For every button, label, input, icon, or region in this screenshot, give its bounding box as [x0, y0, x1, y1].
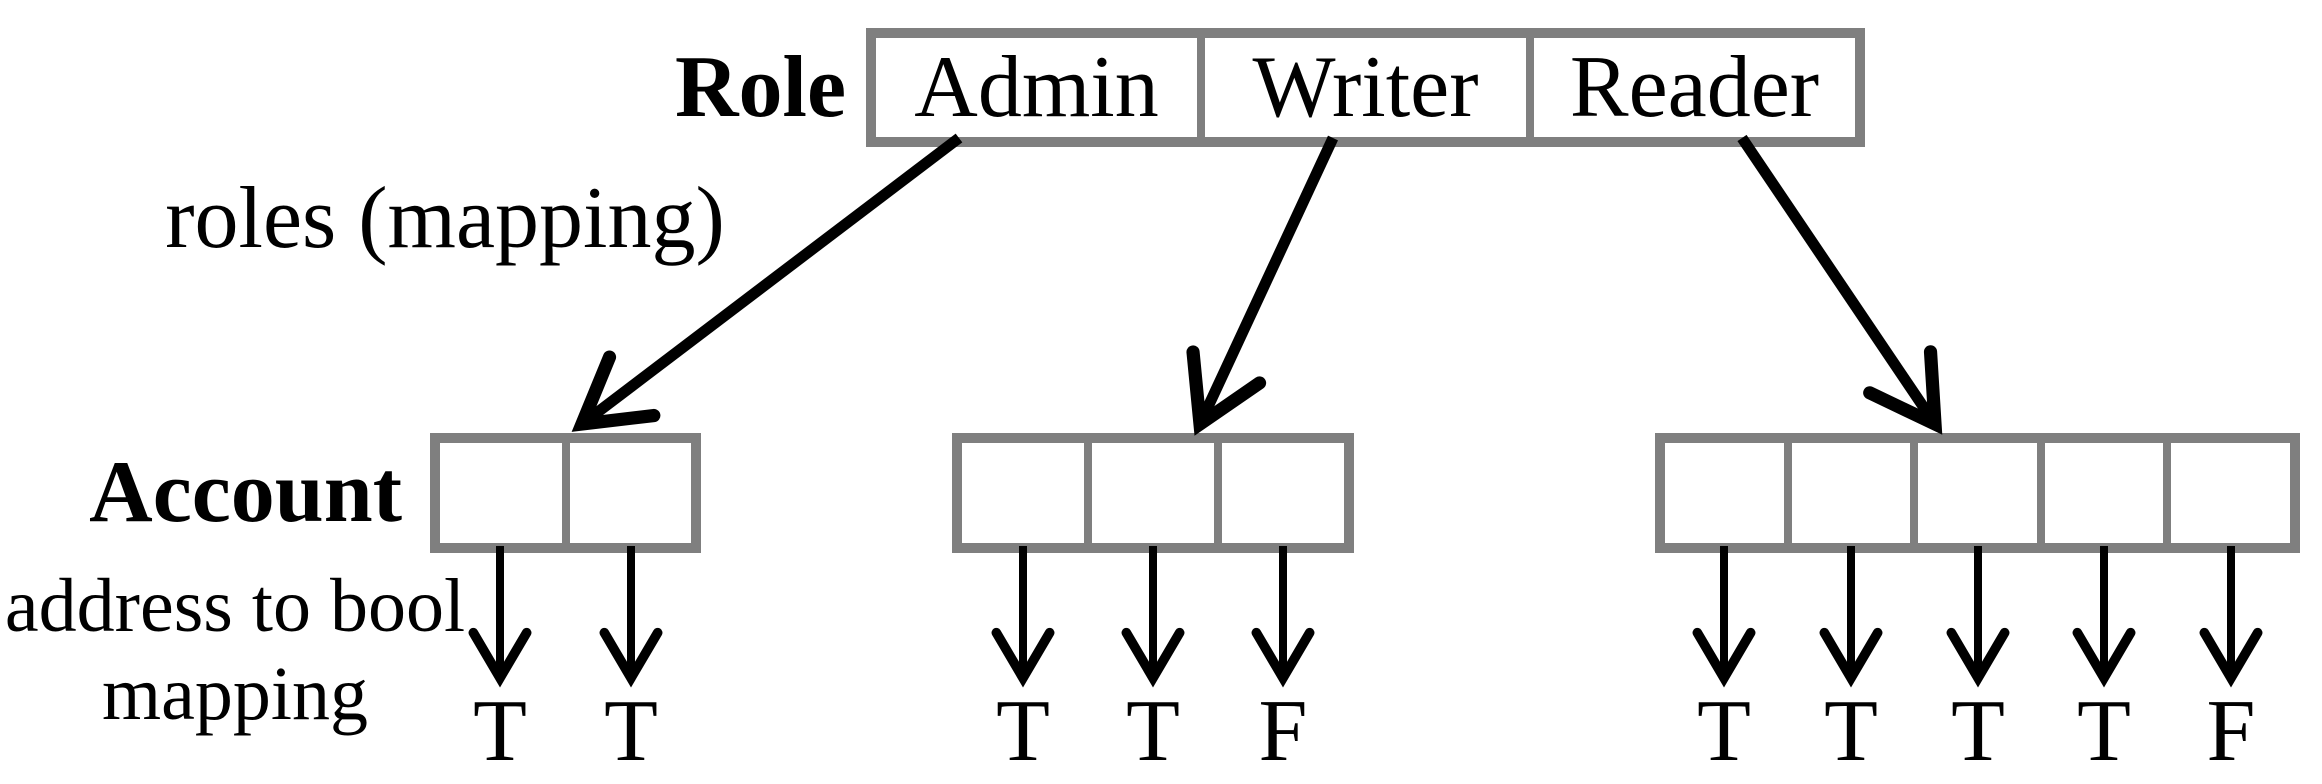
role-cell-reader: Reader	[1526, 38, 1855, 137]
account-cell	[1783, 443, 1911, 543]
bool-value: T	[1951, 683, 2005, 780]
account-cell	[1665, 443, 1784, 543]
account-cell	[962, 443, 1084, 543]
bool-value: T	[1697, 683, 1751, 780]
account-cell	[2163, 443, 2290, 543]
role-cell-admin: Admin	[876, 38, 1197, 137]
address-to-bool-line2: mapping	[102, 652, 368, 736]
role-label: Role	[674, 39, 846, 136]
account-cell	[440, 443, 562, 543]
account-cell	[1084, 443, 1214, 543]
bool-value: T	[2077, 683, 2131, 780]
arrow-writer-to-account	[1186, 135, 1338, 436]
bool-value: T	[996, 683, 1050, 780]
bool-value: T	[473, 683, 527, 780]
account-label: Account	[89, 444, 402, 541]
account-box-reader	[1655, 433, 2300, 553]
account-cell	[1910, 443, 2037, 543]
role-cell-writer: Writer	[1197, 38, 1526, 137]
bool-value: T	[1824, 683, 1878, 780]
arrow-reader-to-account	[1737, 134, 1943, 435]
roles-mapping-label: roles (mapping)	[165, 170, 725, 267]
bool-value: T	[1126, 683, 1180, 780]
bool-value: F	[2206, 683, 2256, 780]
arrow-admin-to-account	[571, 133, 963, 432]
account-cell	[1214, 443, 1344, 543]
account-box-admin	[430, 433, 701, 553]
address-to-bool-label: address to bool mapping	[0, 562, 470, 738]
bool-value: T	[604, 683, 658, 780]
address-to-bool-line1: address to bool	[4, 564, 466, 648]
account-box-writer	[952, 433, 1354, 553]
bool-value: F	[1258, 683, 1308, 780]
account-cell	[2036, 443, 2164, 543]
account-cell	[561, 443, 691, 543]
role-array-box: Admin Writer Reader	[866, 28, 1865, 147]
